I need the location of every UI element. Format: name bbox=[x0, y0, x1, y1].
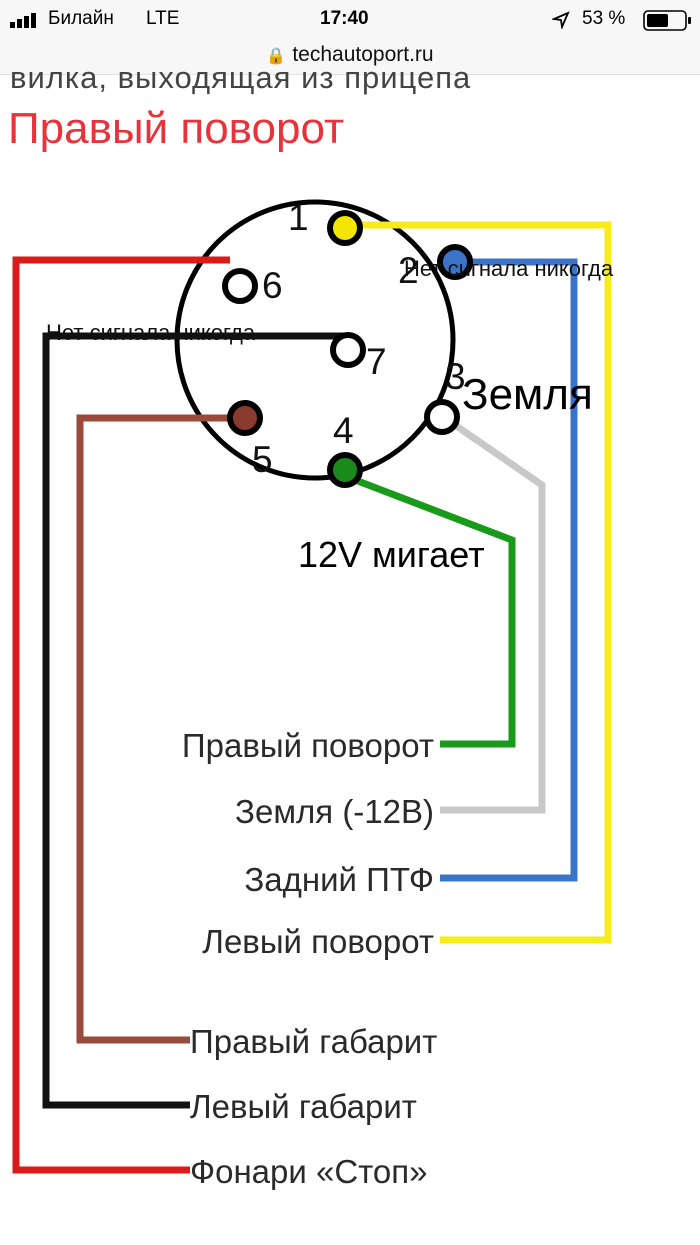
wire-label-left-turn: Левый поворот bbox=[202, 923, 434, 960]
wire-label-left-marker: Левый габарит bbox=[190, 1088, 417, 1125]
location-arrow-icon bbox=[552, 11, 570, 29]
url-display[interactable]: 🔒 techautoport.ru bbox=[0, 43, 700, 67]
battery-percent: 53 % bbox=[582, 8, 626, 29]
wire-black bbox=[42, 332, 348, 1109]
pin-3 bbox=[424, 399, 460, 435]
url-text: techautoport.ru bbox=[292, 43, 434, 66]
battery-icon bbox=[643, 10, 691, 31]
wire-brown bbox=[76, 414, 240, 1044]
pin-7 bbox=[330, 332, 366, 368]
wire-label-right-marker: Правый габарит bbox=[190, 1023, 437, 1060]
wire-blue bbox=[440, 258, 578, 882]
pin-4 bbox=[327, 452, 363, 488]
clock: 17:40 bbox=[320, 8, 369, 29]
status-bar: Билайн LTE 17:40 53 % bbox=[0, 0, 700, 40]
pin-6 bbox=[222, 268, 258, 304]
wire-label-ground: Земля (-12В) bbox=[235, 793, 434, 830]
wire-red bbox=[12, 256, 230, 1174]
wire-label-rear-fog: Задний ПТФ bbox=[244, 861, 434, 898]
annotation-pin4: 12V мигает bbox=[298, 534, 485, 575]
pin-5 bbox=[227, 400, 263, 436]
pin-number-7: 7 bbox=[366, 341, 387, 382]
pin-number-3: 3 bbox=[445, 356, 466, 397]
pin-number-2: 2 bbox=[398, 250, 419, 291]
pin-number-6: 6 bbox=[262, 265, 283, 306]
pin-number-5: 5 bbox=[252, 439, 273, 480]
wire-gray bbox=[440, 420, 546, 814]
annotation-pin3: Земля bbox=[462, 370, 593, 419]
pin-1 bbox=[327, 210, 363, 246]
pin-number-1: 1 bbox=[288, 197, 309, 238]
annotation-pin2: Нет сигнала никогда bbox=[404, 256, 614, 281]
wire-yellow bbox=[360, 221, 612, 944]
carrier-name: Билайн bbox=[48, 8, 114, 29]
wire-label-right-turn: Правый поворот bbox=[182, 727, 434, 764]
signal-icon bbox=[10, 13, 36, 28]
address-bar[interactable]: 🔒 techautoport.ru bbox=[0, 40, 700, 75]
annotation-pin7: Нет сигнала никогда bbox=[46, 320, 256, 345]
pin-2 bbox=[437, 244, 473, 280]
pin-number-4: 4 bbox=[333, 410, 354, 451]
wire-green bbox=[348, 474, 516, 748]
lock-icon: 🔒 bbox=[266, 48, 287, 65]
network-type: LTE bbox=[146, 8, 180, 29]
cut-heading: вилка, выходящая из прицепа bbox=[10, 66, 472, 95]
page-title: Правый поворот bbox=[8, 104, 345, 153]
wire-label-stop-lights: Фонари «Стоп» bbox=[190, 1153, 427, 1190]
